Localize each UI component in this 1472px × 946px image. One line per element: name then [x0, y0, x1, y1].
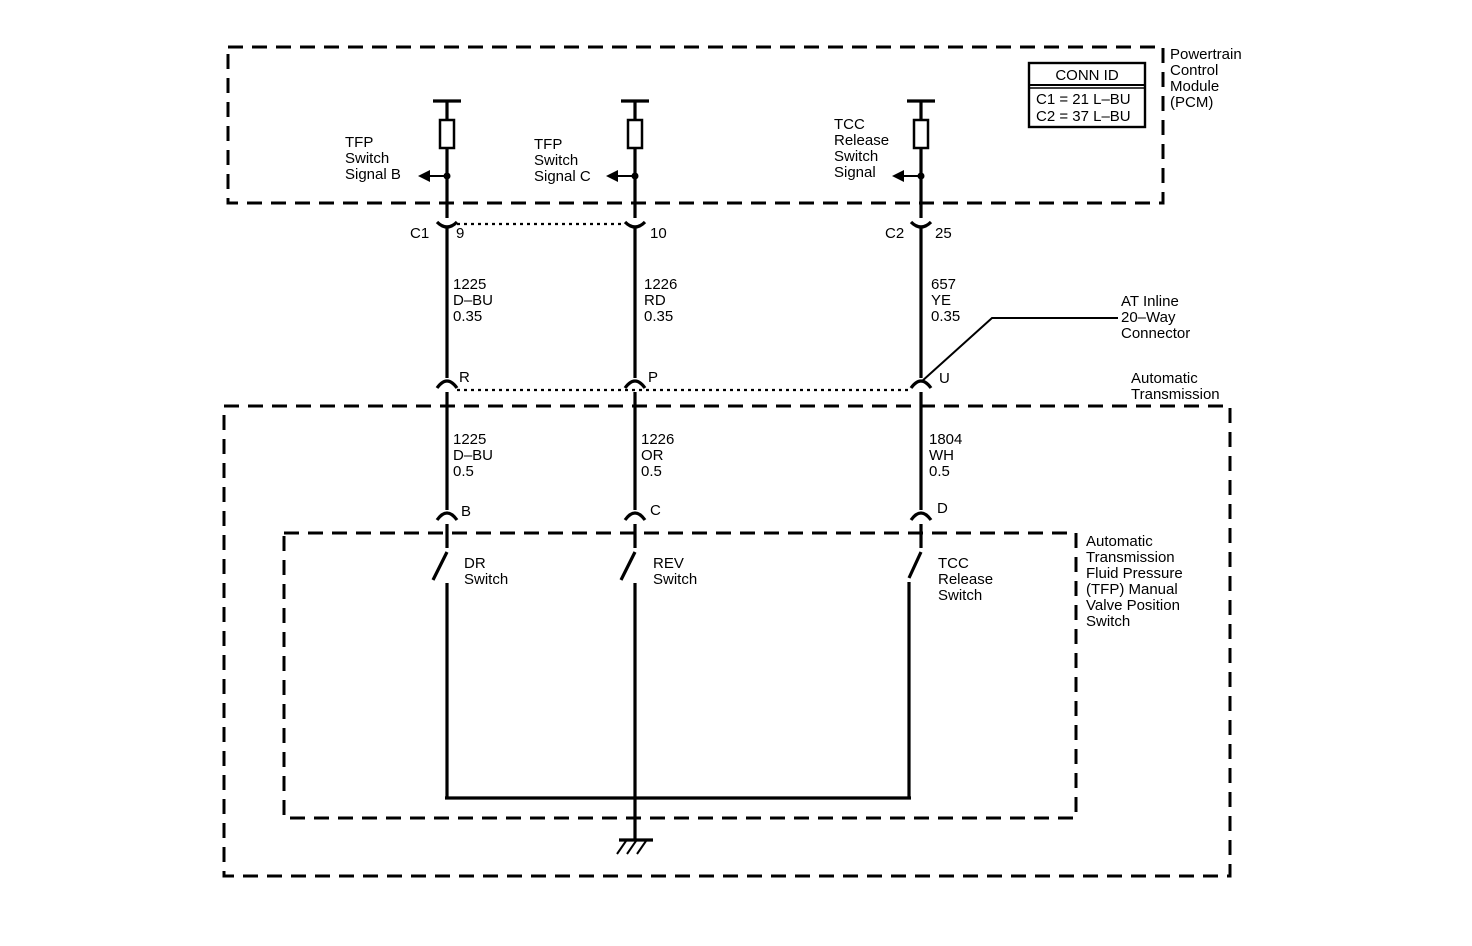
pin-label-25: 25 — [935, 225, 952, 242]
ground-icon — [616, 838, 653, 855]
pin-label-c: C — [650, 502, 661, 519]
connector-label-c2: C2 — [885, 225, 904, 242]
inline-connector-leader — [920, 317, 1118, 383]
signal-label-tfp-b: TFP Switch Signal B — [345, 134, 401, 183]
switch-label-dr: DR Switch — [464, 555, 508, 588]
pin-label-r: R — [459, 369, 470, 386]
switch-label-rev: REV Switch — [653, 555, 697, 588]
tfp-switch-boundary — [282, 531, 1078, 820]
wire-label-upper-1: 1225 D–BU 0.35 — [453, 276, 497, 325]
transmission-label: Automatic Transmission — [1131, 370, 1220, 403]
pin-label-u: U — [939, 370, 950, 387]
wire-label-upper-2: 1226 RD 0.35 — [644, 276, 682, 325]
signal-label-tcc-release: TCC Release Switch Signal — [834, 116, 893, 181]
conn-id-header: CONN ID — [1055, 67, 1119, 84]
circuit-column-3 — [892, 99, 935, 798]
conn-id-row-c1: C1 = 21 L–BU — [1036, 91, 1131, 108]
circuit-column-1 — [418, 99, 461, 798]
pin-label-p: P — [648, 369, 658, 386]
conn-id-row-c2: C2 = 37 L–BU — [1036, 108, 1131, 125]
pcm-boundary — [226, 45, 1165, 205]
wire-label-lower-1: 1225 D–BU 0.5 — [453, 431, 497, 480]
pcm-label: Powertrain Control Module (PCM) — [1170, 46, 1246, 111]
connector-label-c1: C1 — [410, 225, 429, 242]
wire-label-upper-3: 657 YE 0.35 — [931, 276, 960, 325]
wire-label-lower-2: 1226 OR 0.5 — [641, 431, 679, 480]
pin-label-10: 10 — [650, 225, 667, 242]
transmission-boundary — [222, 404, 1232, 878]
pin-label-9: 9 — [456, 225, 464, 242]
conn-id-table: CONN ID C1 = 21 L–BU C2 = 37 L–BU — [1027, 61, 1147, 129]
switch-label-tcc-release: TCC Release Switch — [938, 555, 997, 604]
tfp-switch-label: Automatic Transmission Fluid Pressure (T… — [1086, 533, 1187, 630]
inline-connector-label: AT Inline 20–Way Connector — [1121, 293, 1190, 342]
pin-label-d: D — [937, 500, 948, 517]
wire-label-lower-3: 1804 WH 0.5 — [929, 431, 967, 480]
signal-label-tfp-c: TFP Switch Signal C — [534, 136, 591, 185]
pin-label-b: B — [461, 503, 471, 520]
